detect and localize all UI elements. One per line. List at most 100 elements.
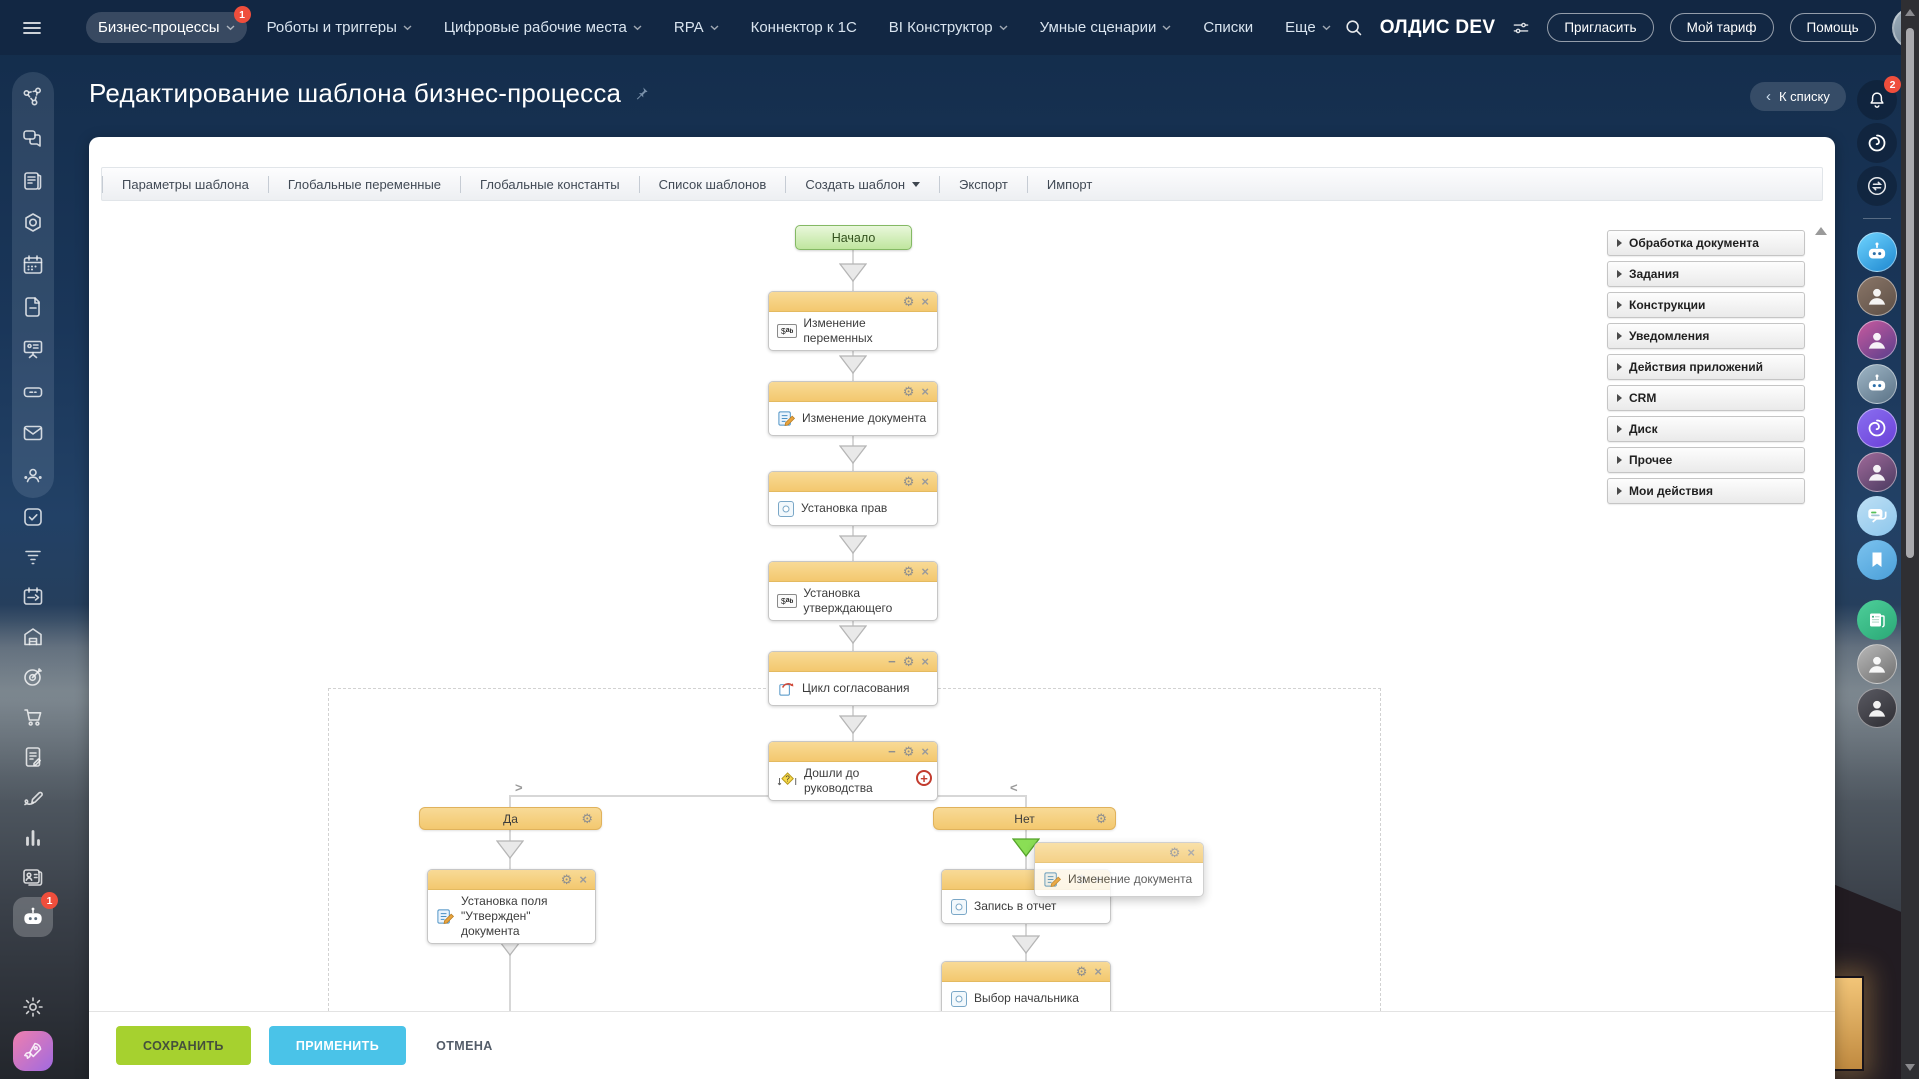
toolbar-item[interactable]: Импорт (1026, 175, 1111, 193)
palette-category[interactable]: Уведомления (1607, 323, 1805, 349)
calendar-icon[interactable] (21, 253, 45, 277)
collapse-branch-icon[interactable]: > (515, 780, 523, 795)
bookmark-widget-icon[interactable] (1857, 540, 1897, 580)
flow-node[interactable]: −⚙× ?Дошли до руководства + (768, 741, 938, 801)
close-icon[interactable]: × (921, 384, 929, 399)
palette-scroll-up-icon[interactable] (1815, 227, 1827, 235)
hamburger-menu-icon[interactable] (20, 15, 44, 41)
notifications-bell-icon[interactable]: 2 (1857, 76, 1901, 120)
toolbar-item[interactable]: Глобальные переменные (267, 175, 460, 193)
network-icon[interactable] (21, 85, 45, 109)
filter-settings-icon[interactable] (1511, 18, 1531, 38)
whiteboard-icon[interactable] (21, 337, 45, 361)
node-header[interactable]: ⚙× (769, 292, 937, 312)
add-branch-icon[interactable]: + (916, 770, 932, 786)
topbar-menu-item[interactable]: Цифровые рабочие места (432, 12, 654, 43)
node-header[interactable]: ⚙× (769, 562, 937, 582)
flow-node[interactable]: ⚙× Установка прав (768, 471, 938, 526)
close-icon[interactable]: × (921, 744, 929, 759)
contacts-icon[interactable] (21, 865, 45, 889)
node-header[interactable]: −⚙× (769, 652, 937, 672)
booking-icon[interactable] (21, 585, 45, 609)
apply-button[interactable]: ПРИМЕНИТЬ (268, 1026, 407, 1065)
gear-icon[interactable]: ⚙ (560, 872, 573, 887)
collapse-branch-icon[interactable]: < (1010, 780, 1018, 795)
copilot-icon[interactable] (1857, 123, 1897, 163)
palette-category[interactable]: Мои действия (1607, 478, 1805, 504)
team-icon[interactable] (21, 463, 45, 487)
user-avatar-1[interactable] (1857, 276, 1897, 316)
branch-no-bar[interactable]: Нет ⚙ (933, 807, 1116, 830)
docs-icon[interactable] (21, 295, 45, 319)
topbar-menu-item[interactable]: BI Конструктор (877, 12, 1020, 43)
workgroups-icon[interactable] (21, 211, 45, 235)
portal-name[interactable]: ОЛДИС DEV (1379, 16, 1496, 38)
settings-icon[interactable] (21, 995, 45, 1019)
search-icon[interactable] (1343, 17, 1364, 38)
gear-icon[interactable]: ⚙ (902, 744, 915, 759)
sync-icon[interactable] (1857, 166, 1897, 206)
toolbar-item[interactable]: Список шаблонов (638, 175, 786, 193)
toolbar-item[interactable]: Глобальные константы (460, 175, 639, 193)
page-scrollbar[interactable] (1901, 0, 1919, 1079)
toolbar-item[interactable]: Экспорт (939, 175, 1027, 193)
gear-icon[interactable]: ⚙ (1095, 811, 1107, 826)
toolbar-item[interactable]: Создать шаблон (785, 175, 939, 193)
cancel-button[interactable]: ОТМЕНА (424, 1026, 505, 1065)
close-icon[interactable]: × (921, 654, 929, 669)
marketing-icon[interactable] (21, 665, 45, 689)
gear-icon[interactable]: ⚙ (902, 474, 915, 489)
palette-category[interactable]: Конструкции (1607, 292, 1805, 318)
branch-yes-bar[interactable]: Да ⚙ (419, 807, 602, 830)
close-icon[interactable]: × (921, 564, 929, 579)
user-avatar-5[interactable] (1857, 688, 1897, 728)
gear-icon[interactable]: ⚙ (581, 811, 593, 826)
scroll-up-icon[interactable] (1905, 9, 1915, 16)
user-avatar-3[interactable] (1857, 452, 1897, 492)
toolbar-item[interactable]: Параметры шаблона (102, 175, 268, 193)
user-avatar-4[interactable] (1857, 644, 1897, 684)
node-header[interactable]: ⚙× (428, 870, 595, 890)
save-button[interactable]: СОХРАНИТЬ (116, 1026, 251, 1065)
close-icon[interactable]: × (921, 294, 929, 309)
topbar-menu-item[interactable]: Умные сценарии (1028, 12, 1184, 43)
dragging-node[interactable]: ⚙× Изменение документа (1034, 842, 1204, 897)
flow-node[interactable]: ⚙× Установка поля "Утвержден" документа (427, 869, 596, 944)
messenger-icon[interactable] (21, 127, 45, 151)
help-button[interactable]: Помощь (1789, 13, 1876, 42)
drive-icon[interactable] (21, 379, 45, 403)
warehouse-icon[interactable] (21, 625, 45, 649)
copilot-purple-icon[interactable] (1857, 408, 1897, 448)
invite-button[interactable]: Пригласить (1547, 13, 1654, 42)
start-node[interactable]: Начало (795, 225, 912, 250)
mail-icon[interactable] (21, 421, 45, 445)
topbar-menu-item[interactable]: Списки (1191, 12, 1265, 43)
gear-icon[interactable]: ⚙ (1075, 964, 1088, 979)
news-widget-icon[interactable] (1857, 600, 1897, 640)
sign-icon[interactable] (21, 785, 45, 809)
contract-icon[interactable] (21, 745, 45, 769)
minimize-icon[interactable]: − (888, 744, 896, 759)
robot-avatar[interactable] (1857, 232, 1897, 272)
shop-icon[interactable] (21, 705, 45, 729)
back-to-list-button[interactable]: ‹ К списку (1750, 82, 1846, 111)
topbar-menu-item[interactable]: Еще (1273, 12, 1343, 43)
node-header[interactable]: ⚙× (942, 962, 1110, 982)
user-avatar-2[interactable] (1857, 320, 1897, 360)
topbar-menu-item[interactable]: Роботы и триггеры (255, 12, 424, 43)
chat-widget-icon[interactable] (1857, 496, 1897, 536)
tariff-button[interactable]: Мой тариф (1669, 13, 1774, 42)
flow-node[interactable]: ⚙× Выбор начальника (941, 961, 1111, 1016)
palette-category[interactable]: Действия приложений (1607, 354, 1805, 380)
close-icon[interactable]: × (579, 872, 587, 887)
minimize-icon[interactable]: − (888, 654, 896, 669)
rocket-icon[interactable] (13, 1031, 53, 1071)
gear-icon[interactable]: ⚙ (902, 384, 915, 399)
gear-icon[interactable]: ⚙ (902, 564, 915, 579)
palette-category[interactable]: Диск (1607, 416, 1805, 442)
robot-avatar-2[interactable] (1857, 364, 1897, 404)
ai-robot-icon[interactable]: 1 (13, 892, 58, 937)
